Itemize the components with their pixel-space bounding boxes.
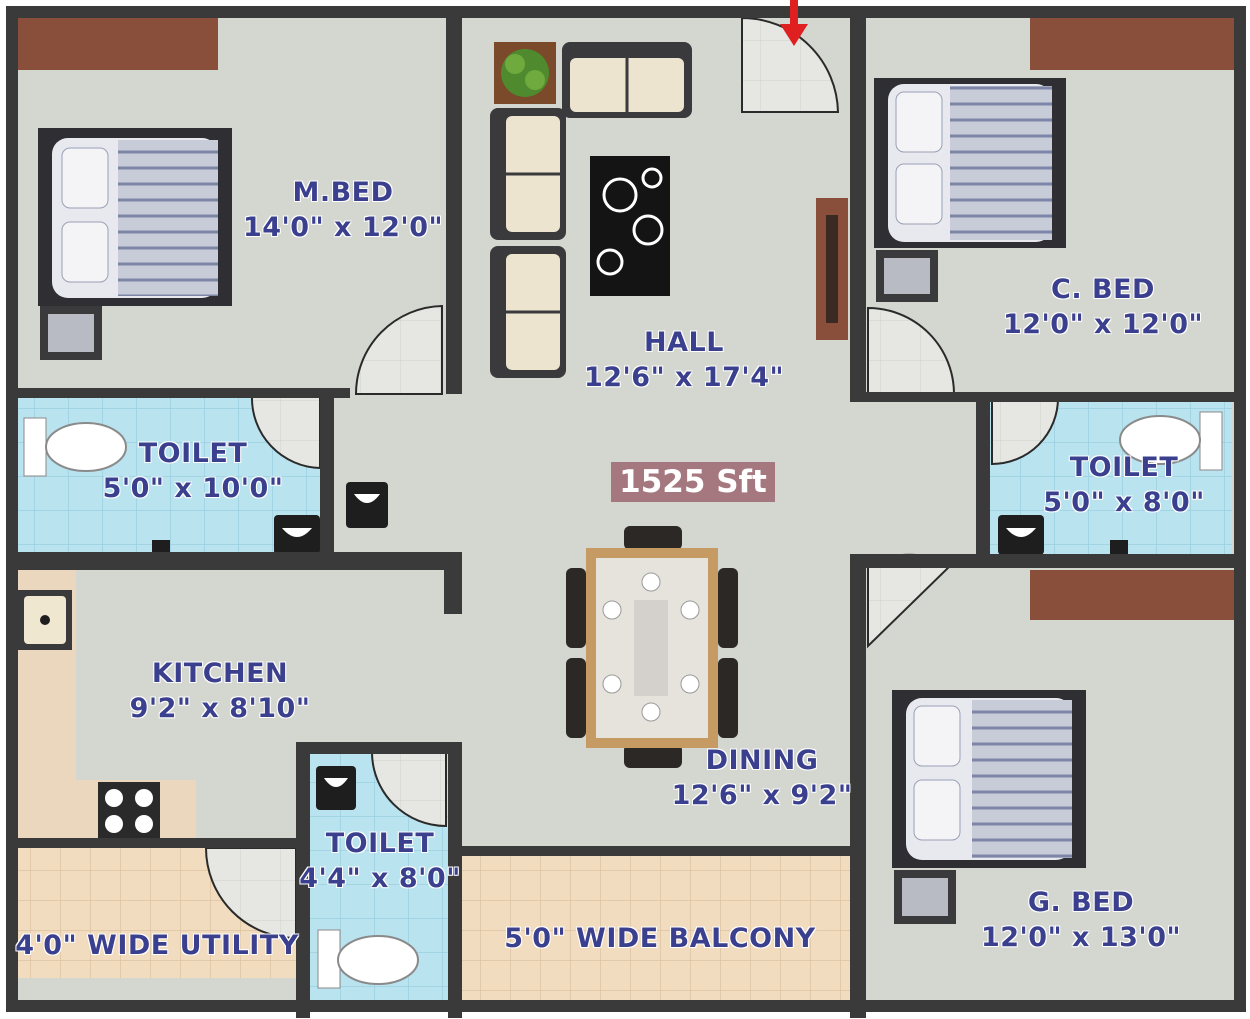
room-dimensions: 4'4" x 8'0" (299, 863, 461, 894)
room-toilet-right: TOILET 5'0" x 8'0" (1043, 451, 1205, 521)
room-child-bed: C. BED 12'0" x 12'0" (1003, 273, 1203, 343)
room-utility: 4'0" WIDE UTILITY (15, 930, 299, 961)
room-dimensions: 9'2" x 8'10" (129, 693, 311, 724)
room-dimensions: 12'0" x 12'0" (1002, 309, 1204, 340)
total-area-badge: 1525 Sft (611, 462, 775, 502)
wc-right (1119, 411, 1223, 471)
room-dimensions: 5'0" x 10'0" (102, 473, 284, 504)
room-toilet-left: TOILET 5'0" x 10'0" (103, 437, 284, 507)
room-name: G. BED (1027, 887, 1135, 918)
kitchen-sink-icon (18, 590, 72, 650)
room-hall: HALL 12'6" x 17'4" (584, 326, 784, 396)
washbasin-bottom (316, 766, 356, 810)
room-dining: DINING 12'6" x 9'2" (672, 744, 853, 814)
room-guest-bed: G. BED 12'0" x 13'0" (981, 886, 1181, 956)
room-kitchen: KITCHEN 9'2" x 8'10" (130, 657, 311, 727)
room-name: C. BED (1051, 274, 1155, 305)
room-name: HALL (644, 327, 724, 358)
room-name: M.BED (292, 177, 394, 208)
room-name: KITCHEN (151, 658, 289, 689)
potted-plant-icon (494, 42, 556, 104)
room-name: TOILET (1069, 452, 1179, 483)
wardrobe-child (1030, 18, 1234, 70)
balcony-floor (462, 855, 854, 1010)
room-dimensions: 5'0" x 8'0" (1043, 487, 1205, 518)
bed-child (874, 78, 1066, 302)
bed-guest (892, 690, 1086, 924)
room-name: TOILET (325, 828, 435, 859)
walls (6, 6, 1246, 1018)
wardrobe-guest (1030, 570, 1234, 620)
rug (590, 156, 670, 296)
four-burner-stove-icon (98, 782, 160, 840)
room-master-bed: M.BED 14'0" x 12'0" (243, 176, 443, 246)
wc-left (23, 417, 127, 477)
bed-master (38, 128, 232, 360)
room-name: DINING (705, 745, 819, 776)
entry-arrow-icon (780, 0, 808, 46)
room-dimensions: 12'6" x 17'4" (583, 362, 785, 393)
sofa-set (490, 42, 692, 378)
room-name: TOILET (138, 438, 248, 469)
dining-table (566, 526, 738, 768)
wc-bottom (317, 929, 419, 989)
room-dimensions: 12'6" x 9'2" (671, 780, 853, 811)
wardrobe-master (14, 18, 218, 70)
room-dimensions: 12'0" x 13'0" (980, 922, 1182, 953)
washbasin-hall (346, 482, 388, 528)
doors (204, 16, 1060, 940)
room-dimensions: 14'0" x 12'0" (242, 212, 444, 243)
room-balcony: 5'0" WIDE BALCONY (504, 923, 816, 954)
room-toilet-bottom: TOILET 4'4" x 8'0" (299, 827, 461, 897)
